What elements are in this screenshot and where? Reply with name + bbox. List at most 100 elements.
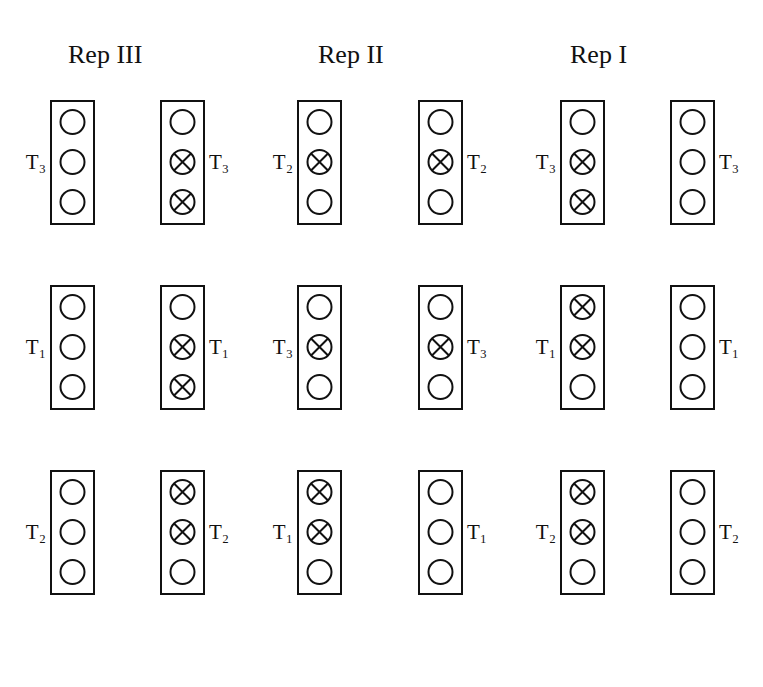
treatment-label: T₃ [467,337,487,358]
cross-mark [311,339,328,356]
plant [308,560,332,584]
sampled-plant [571,480,595,504]
cross-mark [574,154,591,171]
plant-circles [299,472,340,593]
cross-mark [174,379,191,396]
sampled-plant [571,295,595,319]
plant [308,110,332,134]
plot-box: T₁ [670,285,715,410]
plant [61,190,85,214]
plant [429,110,453,134]
plant [171,110,195,134]
plant [429,295,453,319]
treatment-label: T₂ [467,152,487,173]
sampled-plant [171,190,195,214]
plot-box: T₁ [160,285,205,410]
plant [681,375,705,399]
plant [171,560,195,584]
plant-circles [162,472,203,593]
sampled-plant [571,520,595,544]
plant [308,295,332,319]
plot-box: T₂ [160,470,205,595]
plant-circles [420,102,461,223]
treatment-label: T₁ [467,522,487,543]
plant [171,295,195,319]
plant-circles [162,102,203,223]
cross-mark [574,524,591,541]
plant [571,375,595,399]
treatment-label: T₁ [26,337,46,358]
plant-circles [562,102,603,223]
sampled-plant [171,520,195,544]
sampled-plant [429,150,453,174]
cross-mark [432,339,449,356]
plant [429,480,453,504]
treatment-label: T₁ [209,337,229,358]
plant [681,295,705,319]
sampled-plant [571,190,595,214]
plant-circles [562,472,603,593]
plant [61,480,85,504]
plant-circles [52,102,93,223]
plant [681,150,705,174]
plant [681,190,705,214]
plant-circles [299,287,340,408]
plant [61,520,85,544]
plant [61,150,85,174]
plant [681,110,705,134]
plant-circles [420,287,461,408]
plant [61,560,85,584]
plant [429,560,453,584]
treatment-label: T₁ [536,337,556,358]
treatment-label: T₁ [719,337,739,358]
treatment-label: T₂ [536,522,556,543]
treatment-label: T₂ [209,522,229,543]
plant-circles [299,102,340,223]
plant-circles [52,287,93,408]
plant [681,520,705,544]
plant [61,335,85,359]
plant [429,375,453,399]
plant [61,110,85,134]
plot-box: T₁ [560,285,605,410]
treatment-label: T₃ [273,337,293,358]
plot-box: T₃ [418,285,463,410]
plant [61,375,85,399]
plant-circles [562,287,603,408]
plot-box: T₂ [297,100,342,225]
plant-circles [52,472,93,593]
rep-heading: Rep III [68,40,142,70]
plant [429,190,453,214]
plot-box: T₂ [418,100,463,225]
cross-mark [174,154,191,171]
sampled-plant [308,150,332,174]
treatment-label: T₁ [273,522,293,543]
plot-box: T₃ [297,285,342,410]
plot-box: T₁ [297,470,342,595]
plot-box: T₂ [670,470,715,595]
plant [571,110,595,134]
cross-mark [432,154,449,171]
cross-mark [574,194,591,211]
cross-mark [574,299,591,316]
treatment-label: T₂ [719,522,739,543]
plant [308,190,332,214]
plant-circles [672,472,713,593]
plant-circles [672,102,713,223]
plot-box: T₂ [560,470,605,595]
cross-mark [174,339,191,356]
plot-box: T₂ [50,470,95,595]
cross-mark [574,484,591,501]
treatment-label: T₃ [26,152,46,173]
sampled-plant [171,375,195,399]
cross-mark [311,484,328,501]
sampled-plant [308,335,332,359]
plot-box: T₃ [670,100,715,225]
cross-mark [174,524,191,541]
cross-mark [311,154,328,171]
rep-heading: Rep I [570,40,627,70]
plant-circles [420,472,461,593]
plant [571,560,595,584]
cross-mark [174,194,191,211]
